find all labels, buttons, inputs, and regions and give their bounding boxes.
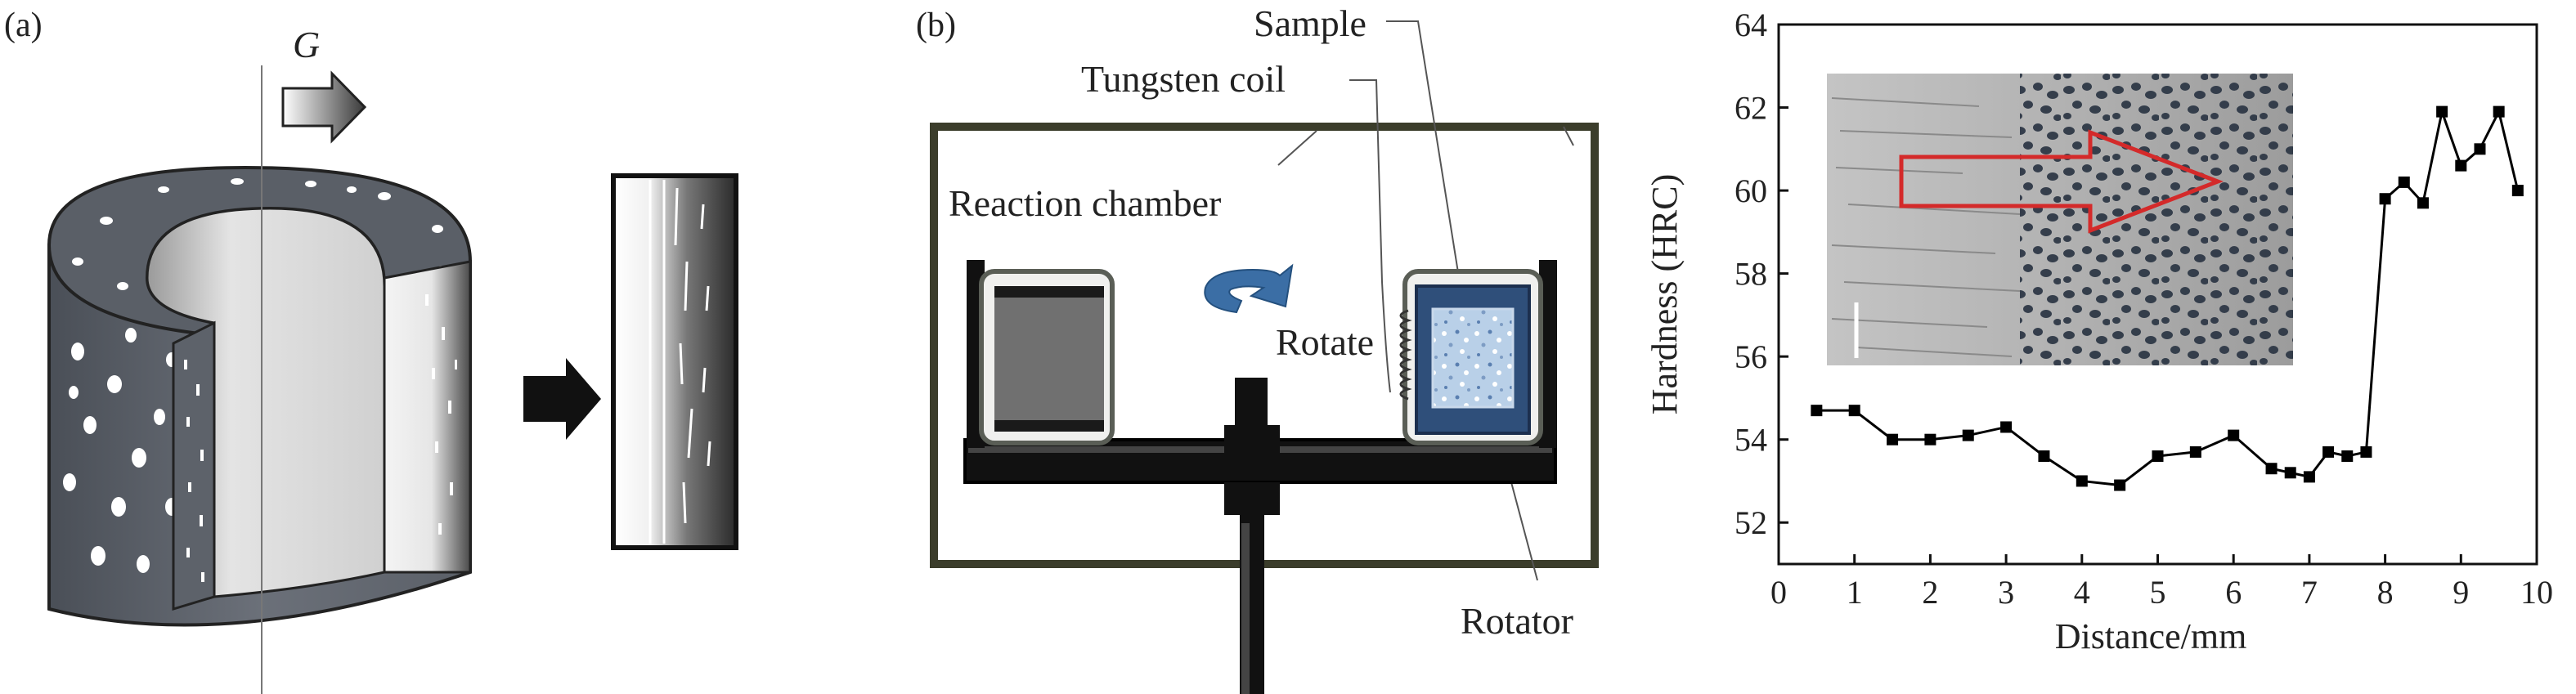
- data-point: [2360, 446, 2372, 458]
- extracted-strip: [611, 173, 738, 550]
- data-point: [2455, 159, 2467, 172]
- x-tick-label: 7: [2301, 574, 2318, 611]
- data-point: [2189, 446, 2201, 458]
- data-point: [2417, 197, 2429, 209]
- x-axis: 0 1 2 3 4 5 6 7 8 9 10: [1770, 554, 2553, 611]
- y-axis: 52 54 56 58 60 62 64: [1735, 7, 1788, 541]
- data-point: [1887, 433, 1899, 446]
- y-tick-label: 56: [1735, 338, 1767, 375]
- data-point: [2265, 463, 2278, 475]
- x-tick-label: 10: [2520, 574, 2553, 611]
- x-tick-label: 1: [1847, 574, 1863, 611]
- gradient-arrow: [281, 70, 367, 144]
- data-point: [2076, 475, 2088, 487]
- rotator-label: Rotator: [1461, 600, 1573, 642]
- y-tick-label: 52: [1735, 504, 1767, 541]
- data-point: [2341, 450, 2354, 462]
- x-tick-label: 8: [2377, 574, 2394, 611]
- gradient-symbol: G: [293, 24, 320, 65]
- data-point: [2114, 479, 2126, 491]
- x-tick-label: 3: [1998, 574, 2014, 611]
- data-point: [2436, 105, 2448, 118]
- data-point: [1811, 405, 1823, 417]
- rotate-arrow-icon: [1204, 263, 1294, 314]
- tungsten-coil-label: Tungsten coil: [1081, 58, 1286, 100]
- y-tick-label: 60: [1735, 172, 1767, 209]
- x-tick-label: 2: [1922, 574, 1938, 611]
- y-tick-label: 62: [1735, 90, 1767, 127]
- y-tick-label: 54: [1735, 422, 1767, 459]
- panel-b-label: (b): [916, 7, 956, 44]
- data-point: [2228, 429, 2240, 441]
- data-point: [2398, 176, 2410, 188]
- x-tick-label: 0: [1770, 574, 1787, 611]
- x-axis-title: Distance/mm: [2055, 616, 2247, 656]
- sample-label: Sample: [1254, 2, 1367, 44]
- data-point: [2379, 193, 2391, 205]
- rotate-label: Rotate: [1276, 321, 1374, 363]
- panel-b: (b) Reaction chamber Sample Tungsten coi…: [916, 2, 1599, 694]
- data-point: [1924, 433, 1936, 446]
- data-point: [2000, 421, 2013, 433]
- data-point: [2038, 450, 2050, 462]
- hardness-series: [1811, 105, 2524, 491]
- panel-a-label: (a): [4, 7, 43, 44]
- data-point: [2303, 471, 2315, 483]
- data-point: [1848, 405, 1860, 417]
- data-point: [2152, 450, 2164, 462]
- x-tick-label: 4: [2074, 574, 2090, 611]
- data-point: [2322, 446, 2335, 458]
- data-point: [2493, 105, 2505, 118]
- rotator-assembly: [963, 260, 1557, 694]
- process-arrow: [523, 358, 601, 440]
- data-point: [1962, 429, 1974, 441]
- inset-micrograph: [1827, 74, 2293, 365]
- cylinder-illustration: [47, 165, 473, 627]
- x-tick-label: 9: [2453, 574, 2469, 611]
- y-tick-label: 64: [1735, 7, 1767, 43]
- data-point: [2284, 467, 2296, 479]
- inset-arrow: [1899, 129, 2224, 234]
- series-line: [1816, 107, 2520, 487]
- y-axis-title: Hardness (HRC): [1645, 174, 1685, 415]
- y-tick-label: 58: [1735, 256, 1767, 293]
- data-point: [2474, 143, 2486, 155]
- panel-a: (a) G: [4, 7, 738, 694]
- x-tick-label: 5: [2150, 574, 2166, 611]
- x-tick-label: 6: [2225, 574, 2242, 611]
- reaction-chamber-label: Reaction chamber: [949, 182, 1221, 224]
- data-point: [2511, 185, 2524, 197]
